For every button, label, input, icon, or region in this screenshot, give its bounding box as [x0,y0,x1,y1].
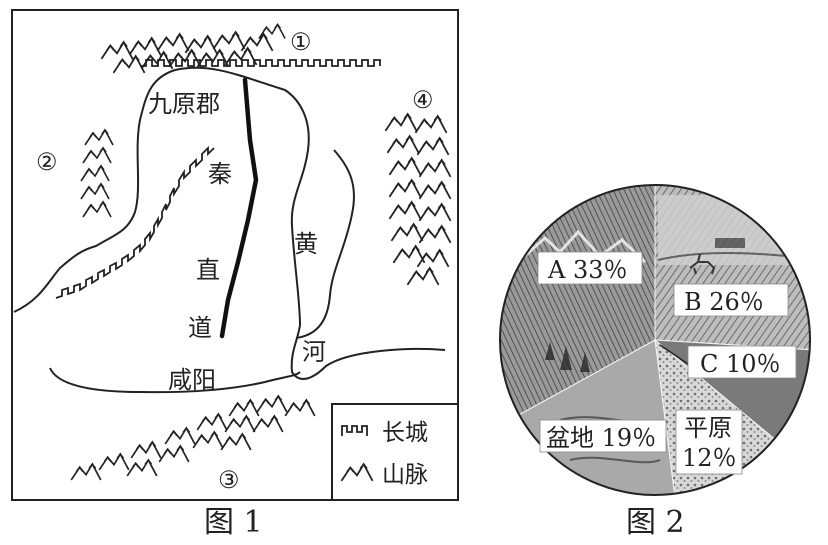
label-basin: 盆地 19％ [539,419,667,453]
pie-outline [499,184,811,496]
qin-straight-road [219,77,259,339]
legend-box [331,403,459,501]
marker-1: ① [290,28,312,56]
wei-river [49,367,301,394]
label-c: C 10％ [687,345,797,379]
region-boundary [13,66,446,380]
marker-3: ③ [218,466,240,494]
c-leader-line [659,344,689,365]
huang-label: 黄 [294,230,318,258]
figure1-caption: 图 1 [204,505,263,540]
dao-label: 道 [188,314,212,342]
jiuyuan-label: 九原郡 [148,90,220,118]
marker-2: ② [36,148,58,176]
great-wall-south [55,145,215,299]
label-plain-value: 12％ [682,444,737,472]
label-b: B 26％ [673,283,789,317]
yurt [715,238,745,248]
snow-peaks [519,229,647,264]
mountain-range-4 [384,113,452,286]
label-a-text: A 33％ [547,256,628,284]
pie-figure: A 33％ B 26％ C 10％ 平原 12％ 盆地 19％ [499,184,811,496]
legend-mountain-label: 山脉 [382,462,428,488]
he-label: 河 [302,338,326,366]
map-figure: ① ② ③ ④ 九原郡 秦 直 道 黄 河 咸阳 长城 山脉 [11,9,459,501]
label-a: A 33％ [537,251,643,285]
marker-4: ④ [412,86,434,114]
great-wall-legend-icon [341,425,368,436]
trees [545,342,590,372]
label-basin-text: 盆地 19％ [546,424,656,452]
map-legend: 长城 山脉 [331,403,459,501]
zhi-label: 直 [196,256,220,284]
yellow-river [295,149,355,339]
label-c-text: C 10％ [700,350,781,378]
mountain-range-2 [80,129,114,218]
figure2-caption: 图 2 [626,505,685,540]
label-b-text: B 26％ [684,288,764,316]
qin-label: 秦 [208,160,232,188]
legend-great-wall-label: 长城 [382,420,428,446]
great-wall-north [140,59,381,67]
map-frame [11,9,459,501]
horse-rider [689,253,716,275]
label-plain-name: 平原 [684,414,732,442]
xianyang-label: 咸阳 [168,366,216,394]
label-plain: 平原 12％ [675,409,743,475]
mountain-range-3 [70,395,316,481]
